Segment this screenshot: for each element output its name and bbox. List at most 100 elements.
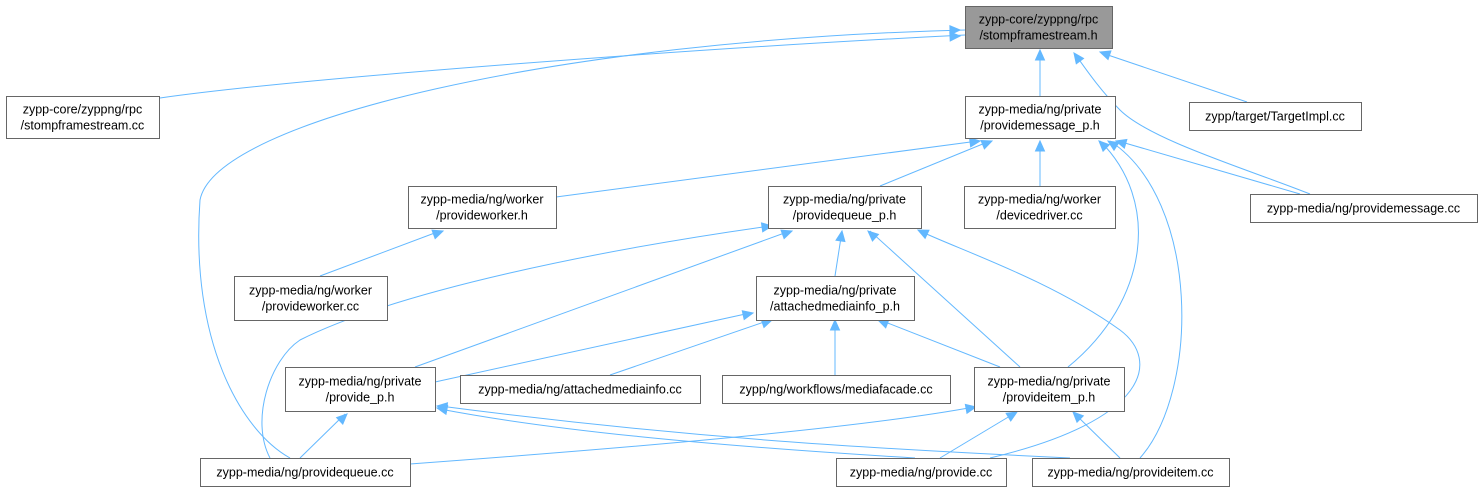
node-label-line: zypp-media/ng/private xyxy=(783,193,906,207)
node-provideitem-cc[interactable]: zypp-media/ng/provideitem.cc xyxy=(1032,458,1230,487)
arrowhead-provideitemcc-piph xyxy=(1072,411,1085,424)
node-box xyxy=(1032,458,1230,487)
node-mediafacade-cc[interactable]: zypp/ng/workflows/mediafacade.cc xyxy=(722,375,951,404)
arrowhead-pmcc-pmph xyxy=(1114,138,1128,149)
arrowhead-providequeuecc-piph xyxy=(964,403,978,415)
node-label-line: zypp-media/ng/providemessage.cc xyxy=(1267,202,1460,216)
node-attachedmediainfo-cc[interactable]: zypp-media/ng/attachedmediainfo.cc xyxy=(460,375,701,404)
edge-providecc-piph xyxy=(939,412,1016,459)
edge-pmcc-root xyxy=(1074,53,1311,195)
node-label-line: zypp-media/ng/provideitem.cc xyxy=(1047,466,1213,480)
arrowhead-pmcc-root xyxy=(1073,52,1085,65)
arrowhead-providequeuecc-root xyxy=(949,24,962,36)
node-label-line: zypp-media/ng/private xyxy=(774,284,897,298)
arrowhead-providepph-pqph xyxy=(780,229,794,240)
arrowhead-provideitemph-pqph xyxy=(867,230,880,242)
edge-providequeuecc-piph xyxy=(409,406,975,465)
node-label-line: /stompframestream.h xyxy=(979,29,1097,43)
node-box xyxy=(722,375,951,404)
node-providequeue-p-h[interactable]: zypp-media/ng/private/providequeue_p.h xyxy=(768,186,922,229)
edge-pmcc-pmph xyxy=(1117,140,1301,195)
arrowhead-providecc-piph xyxy=(1005,411,1019,422)
edge-providequeueph-pmph xyxy=(879,140,991,187)
node-provideitem-p-h[interactable]: zypp-media/ng/private/provideitem_p.h xyxy=(974,367,1125,412)
edge-targetimpl-root xyxy=(1101,52,1248,103)
node-box xyxy=(408,186,557,229)
node-label-line: /devicedriver.cc xyxy=(996,209,1082,223)
node-label-line: /stompframestream.cc xyxy=(21,119,145,133)
node-label-line: zypp/ng/workflows/mediafacade.cc xyxy=(739,383,932,397)
arrowhead-provideworkerh-pmph xyxy=(968,137,982,148)
node-box xyxy=(234,276,388,321)
node-box xyxy=(768,186,922,229)
node-box xyxy=(965,96,1116,139)
edge-providequeuecc-pqph xyxy=(261,225,771,459)
node-box xyxy=(964,186,1116,229)
edges-layer xyxy=(159,24,1311,465)
node-providemessage-p-h[interactable]: zypp-media/ng/private/providemessage_p.h xyxy=(965,96,1116,139)
arrowhead-mediafacade-attached xyxy=(829,318,841,331)
node-label-line: zypp-core/zyppng/rpc xyxy=(23,103,143,117)
node-devicedriver-cc[interactable]: zypp-media/ng/worker/devicedriver.cc xyxy=(964,186,1116,229)
node-provideworker-cc[interactable]: zypp-media/ng/worker/provideworker.cc xyxy=(234,276,388,321)
node-providemessage-cc[interactable]: zypp-media/ng/providemessage.cc xyxy=(1250,194,1478,223)
node-label-line: zypp-media/ng/provide.cc xyxy=(850,466,992,480)
node-box xyxy=(836,458,1007,487)
nodes-layer: zypp-core/zyppng/rpc/stompframestream.hz… xyxy=(6,6,1478,487)
node-box xyxy=(200,458,411,487)
node-label-line: zypp-media/ng/private xyxy=(299,375,422,389)
edge-provideitemph-pmph xyxy=(1067,140,1139,368)
arrowhead-provideitemcc-pmph xyxy=(1106,140,1120,152)
node-root[interactable]: zypp-core/zyppng/rpc/stompframestream.h xyxy=(965,6,1113,49)
edge-provideitemph-pqph xyxy=(869,230,1021,368)
node-label-line: /provide_p.h xyxy=(326,391,395,405)
edge-provideitemcc-pph xyxy=(439,405,1071,459)
node-provideworker-h[interactable]: zypp-media/ng/worker/provideworker.h xyxy=(408,186,557,229)
node-box xyxy=(1189,102,1362,131)
edge-provideworkerh-pmph xyxy=(555,140,979,198)
node-label-line: zypp-media/ng/worker xyxy=(249,284,372,298)
node-label-line: zypp-media/ng/providequeue.cc xyxy=(216,466,393,480)
edge-providequeuecc-root xyxy=(198,29,966,459)
node-box xyxy=(756,276,915,321)
arrowhead-attachedph-pqph xyxy=(835,229,846,243)
node-label-line: zypp-media/ng/private xyxy=(979,103,1102,117)
node-box xyxy=(460,375,701,404)
node-label-line: /attachedmediainfo_p.h xyxy=(770,300,900,314)
arrowhead-provideitemph-pmph xyxy=(1098,140,1111,153)
arrowhead-provideworkercc-pwh xyxy=(431,229,445,240)
node-provide-cc[interactable]: zypp-media/ng/provide.cc xyxy=(836,458,1007,487)
edge-providequeuecc-pph xyxy=(299,413,346,459)
node-providequeue-cc[interactable]: zypp-media/ng/providequeue.cc xyxy=(200,458,411,487)
edge-providecc-pqph xyxy=(919,230,1141,459)
node-label-line: /providemessage_p.h xyxy=(980,119,1100,133)
edge-providepph-pqph xyxy=(414,230,791,368)
node-label-line: zypp-core/zyppng/rpc xyxy=(979,13,1099,27)
arrowhead-pmph-root xyxy=(1034,48,1046,61)
node-box xyxy=(6,96,160,139)
arrowhead-devicedriver-pmph xyxy=(1034,139,1046,152)
arrowhead-providepph-attached xyxy=(741,310,755,321)
edge-providecc-pph xyxy=(439,408,916,459)
edge-provideworkercc-pwh xyxy=(319,230,441,277)
node-label-line: zypp-media/ng/private xyxy=(988,375,1111,389)
edge-attachedcc-attached xyxy=(609,319,771,376)
node-stomp-cc[interactable]: zypp-core/zyppng/rpc/stompframestream.cc xyxy=(6,96,160,139)
node-label-line: /provideitem_p.h xyxy=(1003,391,1095,405)
node-box xyxy=(1250,194,1478,223)
node-attachedmediainfo-p-h[interactable]: zypp-media/ng/private/attachedmediainfo_… xyxy=(756,276,915,321)
node-provide-p-h[interactable]: zypp-media/ng/private/provide_p.h xyxy=(285,367,436,412)
arrowhead-providecc-pqph xyxy=(916,229,930,240)
node-box xyxy=(285,367,436,412)
arrowhead-providequeuecc-pph xyxy=(335,413,348,426)
node-label-line: zypp-media/ng/worker xyxy=(421,193,544,207)
node-label-line: zypp-media/ng/worker xyxy=(978,193,1101,207)
node-label-line: /provideworker.cc xyxy=(262,300,359,314)
node-box xyxy=(965,6,1113,49)
arrowhead-targetimpl-root xyxy=(1098,50,1112,61)
node-label-line: zypp-media/ng/attachedmediainfo.cc xyxy=(478,383,682,397)
node-targetimpl-cc[interactable]: zypp/target/TargetImpl.cc xyxy=(1189,102,1362,131)
arrowhead-providequeuecc-pqph xyxy=(760,222,774,233)
edge-stompcc-root xyxy=(159,34,966,99)
